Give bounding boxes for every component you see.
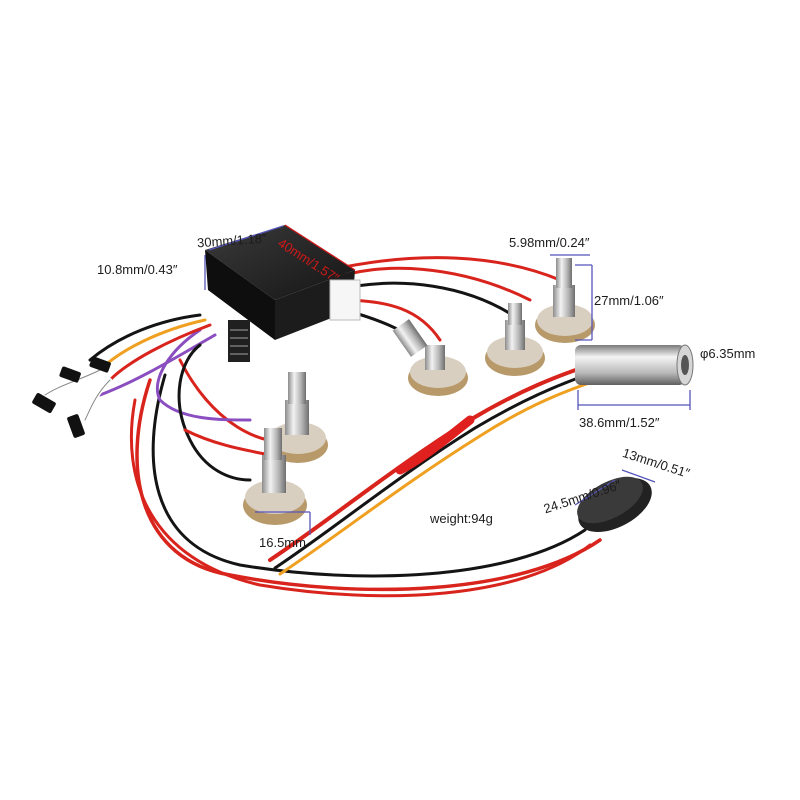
potentiometer-2 <box>485 303 545 376</box>
potentiometer-4 <box>268 372 328 463</box>
output-jack <box>575 344 694 386</box>
box-height-label: 10.8mm/0.43″ <box>97 262 178 277</box>
jack-length-label: 38.6mm/1.52″ <box>579 415 660 430</box>
dimension-guides <box>204 224 691 535</box>
jack-diameter-label: φ6.35mm <box>700 346 756 361</box>
potentiometer-1 <box>392 319 468 396</box>
pot-diameter-label: 16.5mm <box>259 535 306 550</box>
preamp-box <box>205 225 361 362</box>
potentiometer-3 <box>535 258 595 343</box>
pot-height-label: 27mm/1.06″ <box>594 293 664 308</box>
pot-shaft-diameter-label: 5.98mm/0.24″ <box>509 235 590 250</box>
potentiometer-5 <box>243 428 307 525</box>
weight-label: weight:94g <box>430 511 493 526</box>
dupont-connectors <box>32 356 111 438</box>
